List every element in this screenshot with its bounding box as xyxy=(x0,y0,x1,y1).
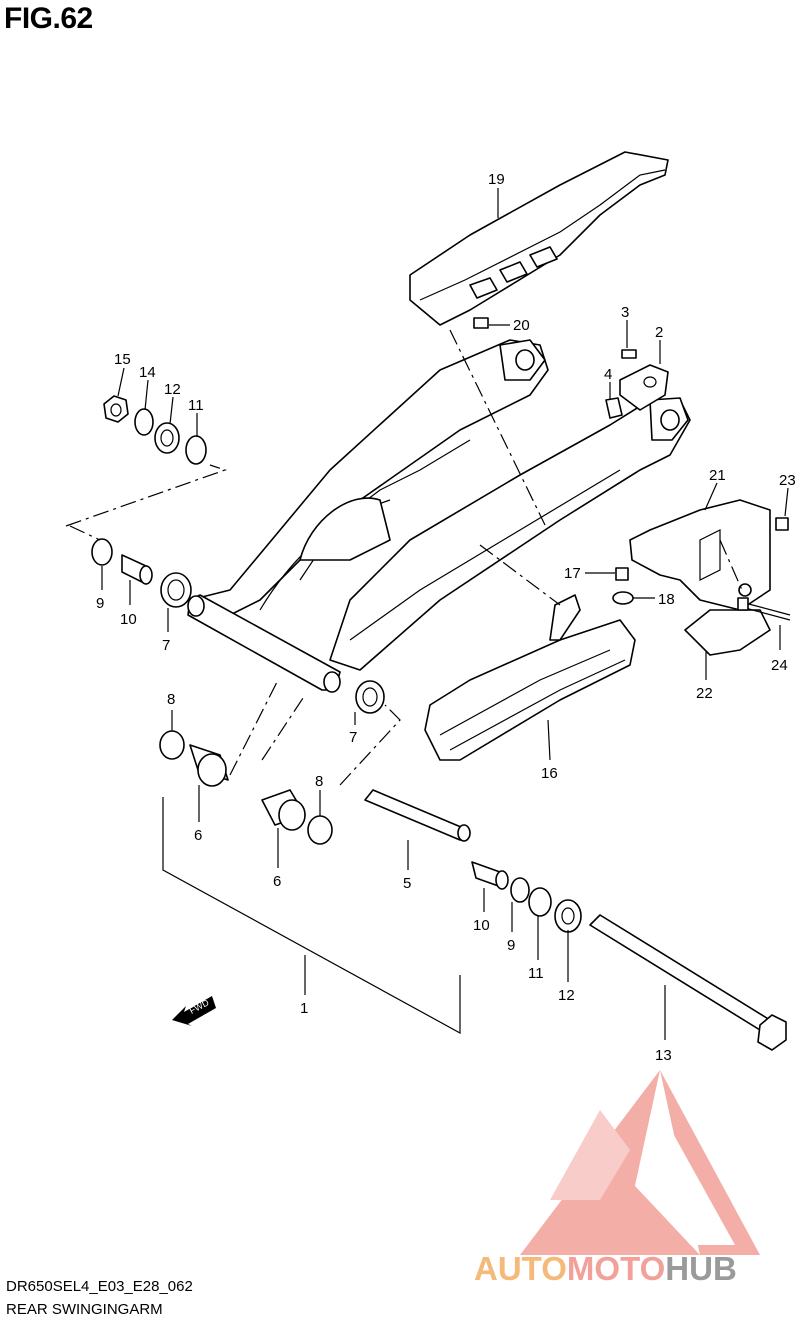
part-bracket-2 xyxy=(619,364,669,411)
part-spacer-10-left xyxy=(121,554,153,585)
callout-11-lower: 11 xyxy=(528,965,544,982)
watermark-logo-triangle xyxy=(520,1070,760,1255)
callout-11-upper: 11 xyxy=(188,397,204,414)
assembly-lines xyxy=(65,329,743,786)
callout-17: 17 xyxy=(564,565,581,582)
figure-title: FIG.62 xyxy=(4,2,93,35)
fwd-arrow-icon: FWD xyxy=(172,996,216,1026)
callout-19: 19 xyxy=(488,171,505,188)
part-collar-12-left xyxy=(154,422,180,454)
part-bolt-23 xyxy=(775,517,789,531)
callout-22: 22 xyxy=(696,685,713,702)
callout-8-upper: 8 xyxy=(167,691,175,708)
callout-5: 5 xyxy=(403,875,411,892)
callout-12-upper: 12 xyxy=(164,381,181,398)
callout-7-lower: 7 xyxy=(349,729,357,746)
part-bushing-6-left xyxy=(189,744,229,787)
part-bushing-6-right xyxy=(261,789,306,831)
callout-1: 1 xyxy=(300,1000,308,1017)
callout-9-upper: 9 xyxy=(96,595,104,612)
part-washer-11-left xyxy=(185,435,207,465)
watermark-text: AUTOMOTOHUB xyxy=(474,1250,737,1288)
callout-8-lower: 8 xyxy=(315,773,323,790)
part-bearing-7-left xyxy=(160,572,192,608)
callout-12-lower: 12 xyxy=(558,987,575,1004)
callout-18: 18 xyxy=(658,591,675,608)
part-pivot-shaft-13 xyxy=(589,914,787,1051)
watermark-hub: HUB xyxy=(665,1250,737,1287)
watermark-auto: AUTO xyxy=(474,1250,567,1287)
part-swingarm xyxy=(187,339,691,693)
callout-23: 23 xyxy=(779,472,796,489)
part-seal-9-left xyxy=(91,538,113,566)
part-washer-18 xyxy=(612,591,634,605)
callout-10-upper: 10 xyxy=(120,611,137,628)
assembly-bracket-1 xyxy=(162,797,461,1035)
callout-10-lower: 10 xyxy=(473,917,490,934)
part-chain-slider xyxy=(424,594,636,761)
part-bolt-20 xyxy=(473,317,489,329)
callout-labels: 19 20 3 2 4 15 14 12 11 21 23 17 18 9 10… xyxy=(96,171,796,1064)
callout-14: 14 xyxy=(139,364,156,381)
callout-2: 2 xyxy=(655,324,663,341)
part-bracket-21 xyxy=(629,499,771,611)
part-nut-15 xyxy=(103,395,129,423)
part-collar-12-right xyxy=(554,899,582,933)
callout-6-lower: 6 xyxy=(273,873,281,890)
diagram-code: DR650SEL4_E03_E28_062 xyxy=(6,1278,193,1295)
part-seal-8-left xyxy=(159,730,185,760)
callout-4: 4 xyxy=(604,366,612,383)
diagram-title: REAR SWINGINGARM xyxy=(6,1301,163,1318)
callout-16: 16 xyxy=(541,765,558,782)
part-bearing-7-right xyxy=(355,680,385,714)
callout-21: 21 xyxy=(709,467,726,484)
part-pipe-5 xyxy=(364,789,471,842)
callout-13: 13 xyxy=(655,1047,672,1064)
callout-24: 24 xyxy=(771,657,788,674)
part-bolt-24 xyxy=(737,597,791,621)
part-chain-guard-top xyxy=(409,151,669,326)
part-bolt-17 xyxy=(615,567,629,581)
part-seal-9-right xyxy=(510,877,530,903)
part-washer-11-right xyxy=(528,887,552,917)
callout-15: 15 xyxy=(114,351,131,368)
callout-20: 20 xyxy=(513,317,530,334)
part-spacer-10-right xyxy=(471,861,509,890)
part-seal-8-right xyxy=(307,815,333,845)
part-clip-4 xyxy=(605,397,623,419)
part-guard-22 xyxy=(684,609,771,656)
leader-lines xyxy=(101,188,789,1040)
callout-7-upper: 7 xyxy=(162,637,170,654)
callout-3: 3 xyxy=(621,304,629,321)
part-screw-3 xyxy=(621,349,637,359)
callout-9-lower: 9 xyxy=(507,937,515,954)
callout-6-upper: 6 xyxy=(194,827,202,844)
watermark-moto: MOTO xyxy=(566,1250,666,1287)
part-washer-14 xyxy=(134,408,154,436)
